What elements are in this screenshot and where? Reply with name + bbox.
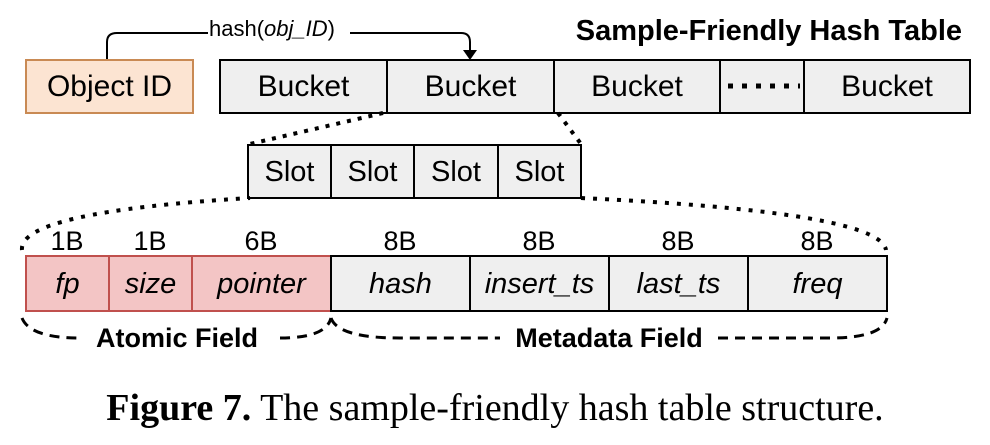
diagram-title: Sample-Friendly Hash Table: [576, 15, 962, 47]
field-size: 8B: [800, 226, 833, 256]
zoom-line-right: [556, 111, 583, 146]
slot-label: Slot: [515, 156, 565, 188]
metadata-bracket: [329, 317, 889, 340]
field-row: fp size pointer hash insert_ts last_ts f…: [25, 255, 888, 312]
zoom-line-left: [249, 111, 384, 146]
field-size: 8B: [522, 226, 555, 256]
field-name: freq: [793, 268, 843, 300]
slot-row: Slot Slot Slot Slot: [247, 144, 582, 199]
object-id-label: Object ID: [47, 70, 172, 103]
atomic-field-box: [25, 255, 332, 312]
bucket-label: Bucket: [258, 70, 350, 103]
field-name: pointer: [216, 268, 307, 300]
figure-caption: Figure 7. The sample-friendly hash table…: [106, 387, 883, 429]
slot-label: Slot: [265, 156, 315, 188]
object-id-box: Object ID: [25, 59, 194, 114]
zoom-arc: [19, 196, 888, 251]
bucket-label: Bucket: [425, 70, 517, 103]
field-name: fp: [55, 268, 79, 300]
field-name: last_ts: [637, 268, 721, 300]
caption-label: Figure 7.: [106, 387, 251, 429]
field-name: size: [125, 268, 177, 300]
field-name: insert_ts: [485, 268, 595, 300]
field-size: 8B: [661, 226, 694, 256]
field-sizes: 1B 1B 6B 8B 8B 8B 8B: [50, 226, 833, 256]
bucket-row: Bucket Bucket Bucket Bucket: [219, 59, 971, 114]
hash-function-label: hash(obj_ID): [209, 16, 335, 41]
field-name: hash: [369, 268, 432, 300]
field-size: 1B: [133, 226, 166, 256]
field-size: 8B: [383, 226, 416, 256]
field-size: 1B: [50, 226, 83, 256]
slot-label: Slot: [348, 156, 398, 188]
atomic-group-label: Atomic Field: [96, 323, 258, 353]
hash-arrow: [106, 32, 208, 65]
hash-arrow-tail: [350, 32, 471, 51]
metadata-group-label: Metadata Field: [515, 323, 703, 353]
atomic-bracket: [20, 317, 333, 340]
hash-arrowhead: [463, 50, 477, 60]
field-size: 6B: [244, 226, 277, 256]
bucket-label: Bucket: [591, 70, 683, 103]
slot-label: Slot: [431, 156, 481, 188]
bucket-label: Bucket: [841, 70, 933, 103]
caption-text: The sample-friendly hash table structure…: [260, 387, 884, 429]
